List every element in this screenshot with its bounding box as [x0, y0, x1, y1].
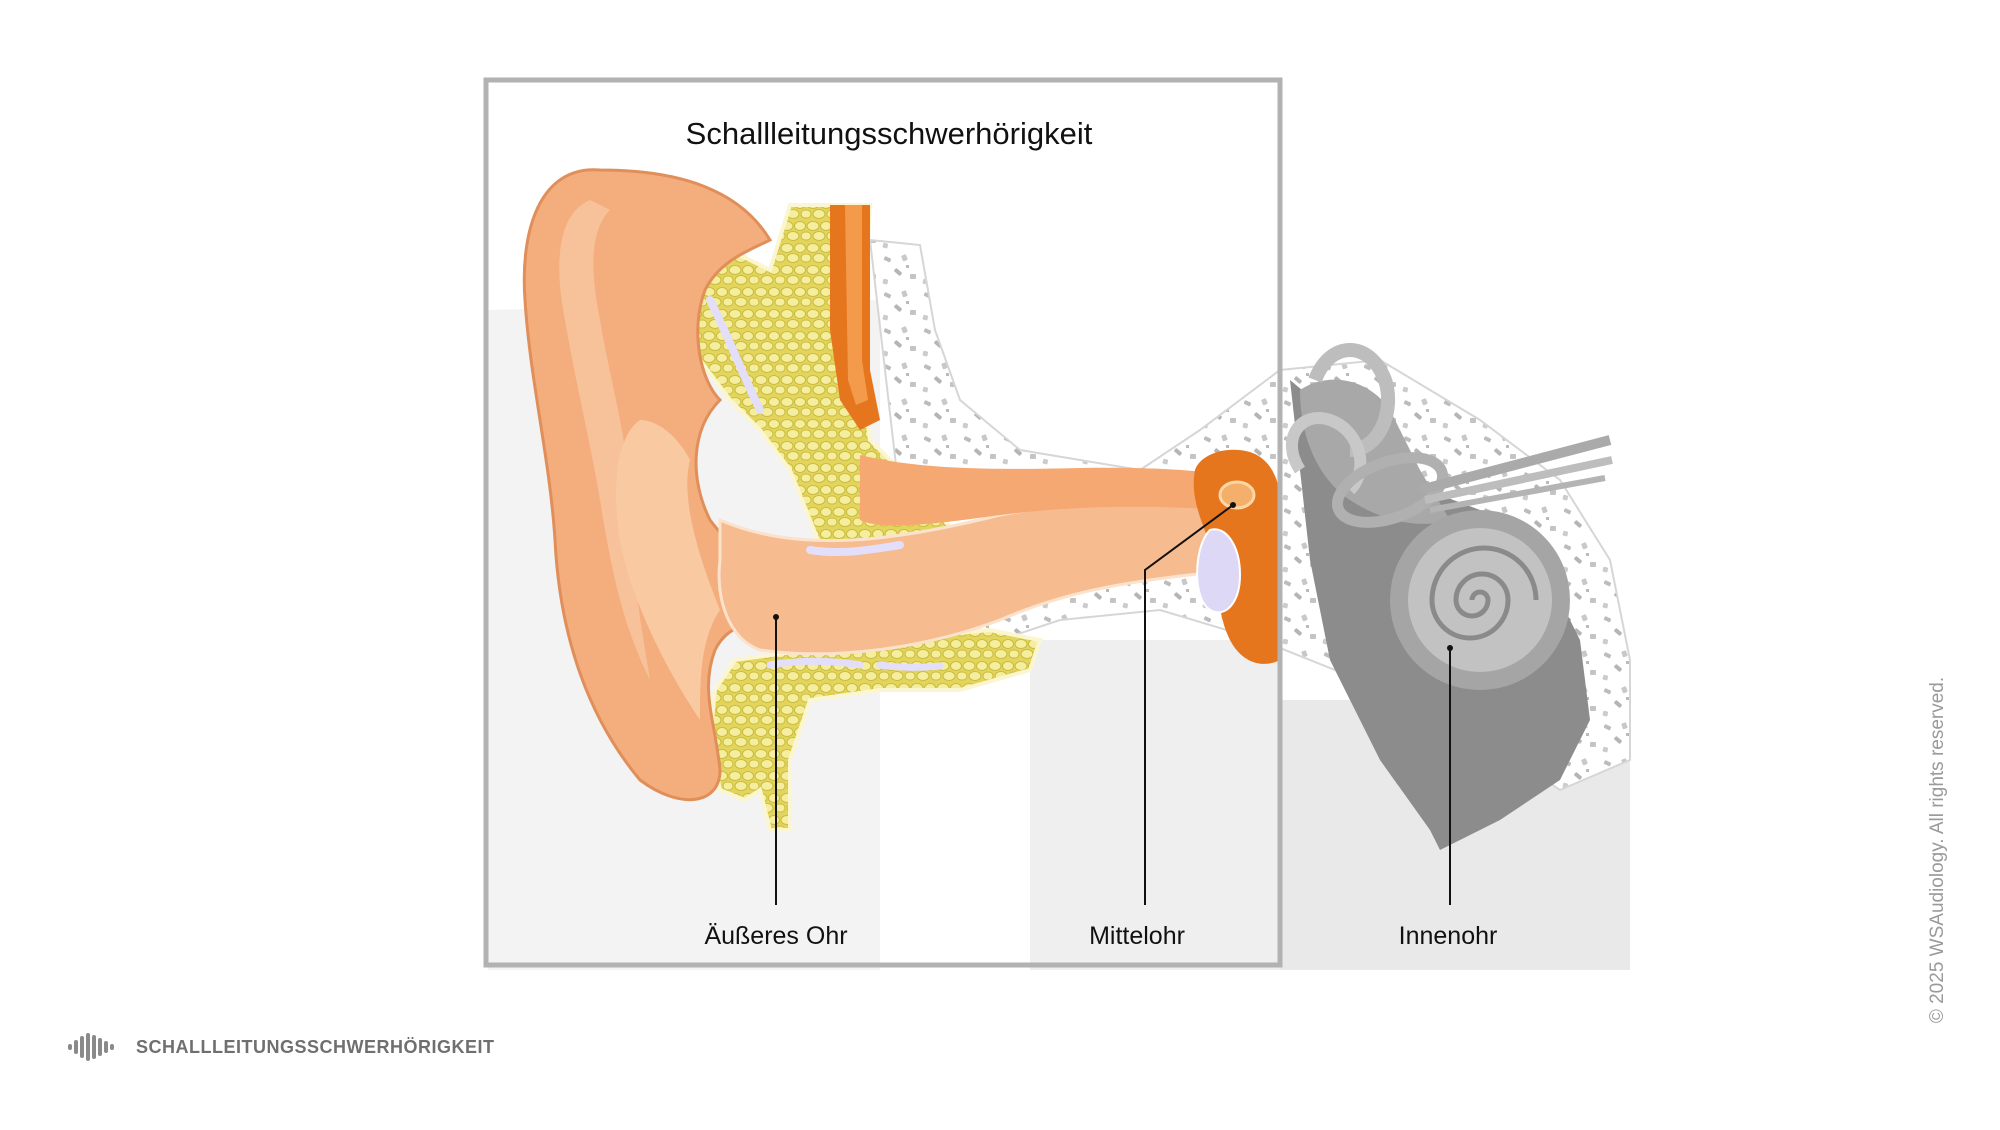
auditory-nerve	[1418, 435, 1612, 495]
cochlea-spiral	[1429, 545, 1539, 641]
ossicle	[1218, 480, 1256, 510]
eardrum	[1196, 528, 1242, 614]
lavender-duct-4	[876, 661, 944, 671]
conductive-area-frame	[483, 77, 1283, 968]
diagram-title: Schallleitungsschwerhörigkeit	[685, 116, 1093, 151]
label-middle-ear: Mittelohr	[1089, 922, 1185, 950]
ear-canal	[717, 500, 1232, 656]
footer-title: SCHALLLEITUNGSSCHWERHÖRIGKEIT	[136, 1036, 495, 1057]
copyright-notice: © 2025 WSAudiology. All rights reserved.	[1927, 676, 1948, 1024]
orange-tube-inner	[845, 205, 868, 405]
middle-ear-background	[1030, 640, 1280, 970]
semicircular-canal-1	[1308, 343, 1396, 457]
leader-line-middle-ear	[1144, 504, 1234, 905]
footer: SCHALLLEITUNGSSCHWERHÖRIGKEIT	[68, 1030, 495, 1064]
ear-canal-wall	[860, 455, 1222, 526]
lavender-duct-1	[706, 296, 764, 414]
label-outer-ear: Äußeres Ohr	[704, 922, 848, 950]
semicircular-canal-3	[1331, 452, 1449, 528]
soundwave-icon	[68, 1033, 114, 1061]
label-inner-ear: Innenohr	[1398, 922, 1498, 950]
lavender-duct-3	[766, 657, 864, 669]
pinna-concha	[616, 420, 720, 720]
lavender-duct-2	[806, 541, 904, 557]
